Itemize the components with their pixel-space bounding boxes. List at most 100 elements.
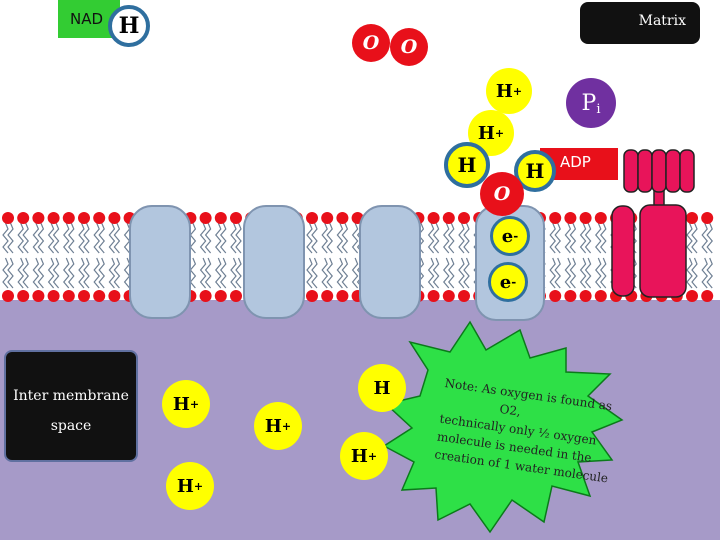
lipid-tail [458,222,465,254]
lipid-head [579,290,592,302]
lipid-head [78,290,90,302]
lipid-tail [235,257,242,289]
lipid-head [32,290,45,302]
lipid-tail [52,222,60,254]
lipid-tail [448,257,455,289]
lipid-head [47,212,60,224]
lipid-head [564,212,577,224]
protein-complex-3 [359,205,421,319]
lipid-tail [306,257,313,289]
atp-synthase [611,149,695,298]
lipid-tail [463,257,470,289]
lipid-tail [326,222,333,254]
lipid-tail [686,222,693,254]
lipid-tail [83,222,90,254]
oxygen-atom-2: O [390,28,428,66]
water-hydrogen-left: H [444,142,490,188]
lipid-tail [584,257,592,289]
lipid-tail [230,222,237,254]
lipid-tail [336,222,344,254]
lipid-tail [78,222,85,254]
lipid-tail [321,257,328,289]
lipid-tail [701,222,708,254]
lipid-tail [432,222,440,254]
lipid-tail [98,222,105,254]
lipid-head [93,290,106,302]
atp-synthase-head-4 [665,149,681,193]
lipid-tail [311,222,318,254]
lipid-head [214,290,227,302]
lipid-tail [2,222,9,254]
lipid-heads [2,212,714,302]
lipid-tail [443,222,450,254]
lipid-head [442,212,455,224]
lipid-head [594,290,607,302]
lipid-tail [569,257,577,289]
lipid-head [321,290,334,302]
lipid-head [427,290,440,302]
lipid-head [701,212,714,224]
lipid-tail [189,222,197,254]
lipid-tail [691,222,698,254]
lipid-head [458,290,470,302]
lipid-head [78,212,90,224]
lipid-tail [584,222,592,254]
lipid-head [564,290,577,302]
lipid-tail [600,222,607,254]
lipid-tail [220,222,227,254]
lipid-head [549,290,562,302]
lipid-tail [701,257,708,289]
lipid-tail [68,222,75,254]
lipid-tail [17,257,24,289]
lipid-tail [686,257,693,289]
lipid-tail [706,257,713,289]
water-hydrogen-right: H [514,150,556,192]
atp-synthase-head-5 [679,149,695,193]
lipid-tail [22,257,29,289]
hydrogen-on-nad: H [108,5,150,47]
lipid-tail [32,222,40,254]
lipid-head [686,290,698,302]
lipid-head [199,212,212,224]
water-oxygen: O [480,172,524,216]
inter-membrane-label-box: Inter membrane space [4,350,138,462]
lipid-tail [93,222,100,254]
lipid-tail [113,222,121,254]
atp-synthase-head-1 [623,149,639,193]
lipid-head [199,290,212,302]
lipid-tail [78,257,85,289]
lipid-tail [463,222,470,254]
lipid-tail [7,222,14,254]
lipid-head [594,212,607,224]
lipid-head [336,290,349,302]
note-starburst [382,320,624,534]
lipid-tail [220,257,227,289]
lipid-head [93,212,106,224]
lipid-head [458,212,470,224]
inter-membrane-label-line2: space [50,418,92,434]
lipid-tail [600,257,607,289]
lipid-head [579,212,592,224]
matrix-label: Matrix [638,13,686,29]
lipid-tail [336,257,344,289]
lipid-head [701,290,714,302]
lipid-tail [351,257,359,289]
lipid-head [62,290,75,302]
lipid-tail [123,222,131,254]
lipid-tail [7,257,14,289]
lipid-tail [93,257,100,289]
lipid-head [108,212,121,224]
lipid-head [306,212,318,224]
lipid-head [32,212,45,224]
lipid-head [336,212,349,224]
oxygen-atom-1: O [352,24,390,62]
lipid-tail [113,257,121,289]
proton-ims-4: H+ [340,432,388,480]
lipid-tail [98,257,105,289]
lipid-tail [595,222,602,254]
lipid-tail [311,257,318,289]
lipid-tail [554,222,561,254]
lipid-head [230,290,242,302]
